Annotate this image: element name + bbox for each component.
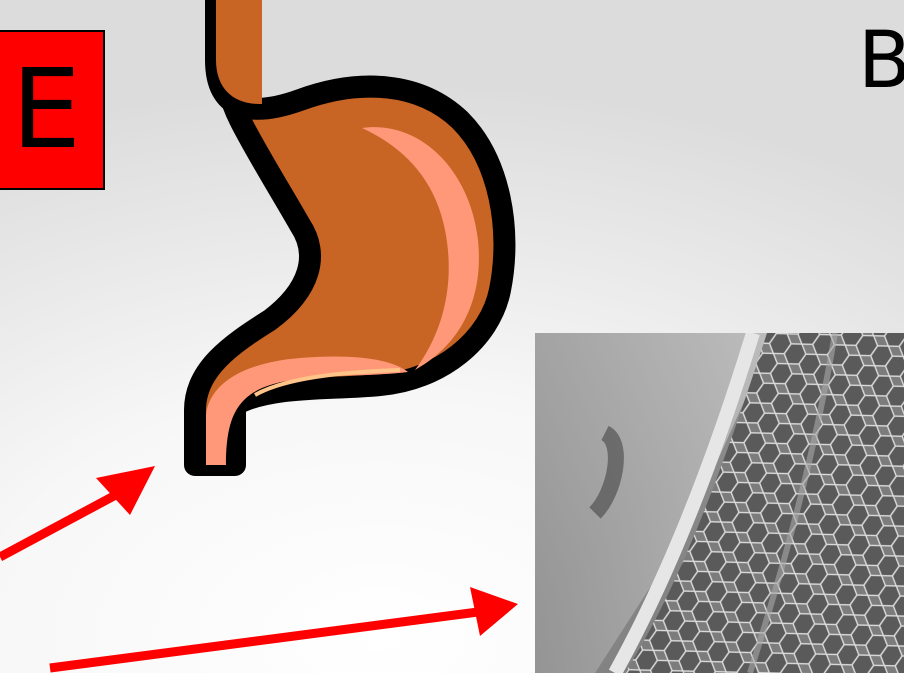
arrow-shaft: [0, 490, 125, 557]
arrow-head: [470, 587, 518, 636]
arrow-icon: [50, 587, 518, 668]
arrow-icon: [0, 466, 155, 557]
arrow-head: [96, 466, 155, 515]
stomach-icon: [195, 0, 504, 465]
arrow-shaft: [50, 612, 478, 668]
micrograph-image: [535, 333, 904, 673]
